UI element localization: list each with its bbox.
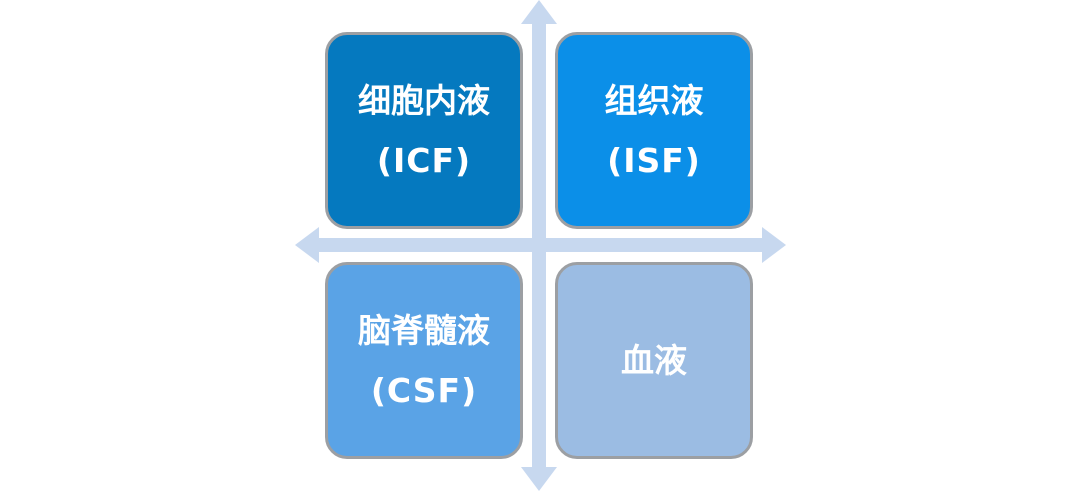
quadrant-isf-name: 组织液 [604, 80, 704, 120]
quadrant-blood-name: 血液 [621, 340, 687, 380]
quadrant-blood: 血液 [555, 262, 753, 459]
arrow-right-icon [762, 227, 786, 263]
quadrant-csf: 脑脊髓液 (CSF) [325, 262, 523, 459]
quadrant-isf-abbr: (ISF) [607, 140, 701, 180]
quadrant-isf: 组织液 (ISF) [555, 32, 753, 229]
quadrant-csf-name: 脑脊髓液 [358, 310, 490, 350]
axis-lines [295, 0, 786, 491]
arrow-down-icon [521, 467, 557, 491]
quadrant-csf-abbr: (CSF) [370, 370, 478, 410]
arrow-left-icon [295, 227, 319, 263]
horizontal-axis [314, 238, 766, 252]
quadrant-icf: 细胞内液 (ICF) [325, 32, 523, 229]
arrow-up-icon [521, 0, 557, 24]
quadrant-icf-name: 细胞内液 [358, 80, 490, 120]
quadrant-icf-abbr: (ICF) [376, 140, 472, 180]
